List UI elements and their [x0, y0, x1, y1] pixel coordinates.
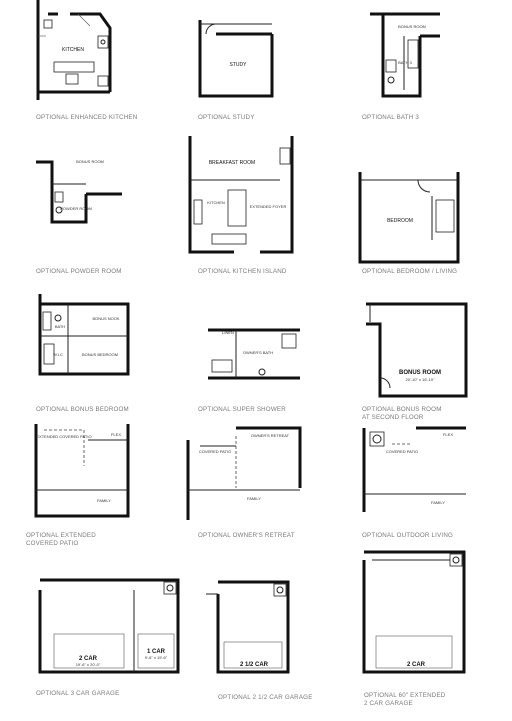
label-study: STUDY — [230, 62, 248, 68]
plan-enhanced-kitchen: KITCHEN — [36, 0, 112, 100]
label-linen: LINEN — [222, 330, 234, 335]
plan-powder-room: BONUS ROOM POWDER ROOM — [36, 159, 122, 224]
label-1car-dims: 9'-6" x 19'-6" — [145, 655, 168, 660]
caption-3car-garage: OPTIONAL 3 CAR GARAGE — [36, 690, 120, 697]
caption-kitchen-island: OPTIONAL KITCHEN ISLAND — [198, 268, 287, 275]
plan-bedroom-living: BEDROOM — [358, 172, 460, 264]
plan-bonus-bedroom: BONUS NOOK BATH W.I.C BONUS BEDROOM — [38, 294, 130, 376]
label-bedroom: BEDROOM — [387, 218, 413, 224]
label-2car-2: 2 CAR — [407, 662, 426, 668]
label-bonus-room-2: BONUS ROOM — [76, 159, 104, 164]
label-1car: 1 CAR — [147, 649, 166, 655]
label-2car: 2 CAR — [79, 656, 98, 662]
caption-enhanced-kitchen: OPTIONAL ENHANCED KITCHEN — [36, 114, 138, 121]
caption-owners-retreat: OPTIONAL OWNER'S RETREAT — [198, 532, 295, 539]
caption-powder-room: OPTIONAL POWDER ROOM — [36, 268, 122, 275]
label-owners-bath: OWNER'S BATH — [243, 350, 273, 355]
label-flex: FLEX — [111, 432, 121, 437]
caption-outdoor-living: OPTIONAL OUTDOOR LIVING — [362, 532, 454, 539]
plan-bonus-room: BONUS ROOM 20'-10" x 16'-10" — [366, 302, 468, 398]
caption-2half-car-garage: OPTIONAL 2 1/2 CAR GARAGE — [218, 694, 313, 701]
label-bonus-room-dims: 20'-10" x 16'-10" — [405, 377, 435, 382]
plan-60ext-garage: 2 CAR — [362, 550, 466, 674]
plan-3car-garage: 2 CAR 19'-6" x 20'-0" 1 CAR 9'-6" x 19'-… — [38, 578, 180, 674]
label-powder-room: POWDER ROOM — [60, 206, 92, 211]
plan-kitchen-island: BREAKFAST ROOM KITCHEN EXTENDED FOYER — [188, 136, 294, 254]
label-flex-2: FLEX — [443, 432, 453, 437]
label-family: FAMILY — [97, 498, 111, 503]
label-bonus-room: BONUS ROOM — [398, 24, 426, 29]
label-bath3: BATH 3 — [398, 60, 412, 65]
plan-study: STUDY — [198, 20, 274, 98]
plan-outdoor-living: COVERED PATIO FLEX FAMILY — [362, 426, 466, 512]
caption-bath3: OPTIONAL BATH 3 — [362, 114, 419, 121]
label-wic: W.I.C — [53, 352, 63, 357]
label-bonus-bedroom: BONUS BEDROOM — [82, 352, 118, 357]
label-bonus-nook: BONUS NOOK — [92, 316, 119, 321]
plan-owners-retreat: OWNER'S RETREAT COVERED PATIO FAMILY — [186, 426, 302, 520]
label-family-2: FAMILY — [247, 496, 261, 501]
label-covered-patio: COVERED PATIO — [199, 449, 231, 454]
label-bonus-room-3: BONUS ROOM — [399, 370, 441, 376]
label-covered-patio-2: COVERED PATIO — [386, 449, 418, 454]
label-kitchen-2: KITCHEN — [207, 200, 225, 205]
plan-covered-patio: EXTENDED COVERED PATIO FLEX FAMILY — [34, 424, 130, 518]
label-owners-retreat: OWNER'S RETREAT — [251, 433, 290, 438]
caption-bedroom-living: OPTIONAL BEDROOM / LIVING — [362, 268, 458, 275]
label-ext-covered-patio: EXTENDED COVERED PATIO — [36, 434, 91, 439]
plan-super-shower: LINEN OWNER'S BATH — [208, 328, 300, 380]
caption-super-shower: OPTIONAL SUPER SHOWER — [198, 406, 286, 413]
label-2half-car: 2 1/2 CAR — [240, 662, 269, 668]
label-2car-dims: 19'-6" x 20'-0" — [76, 662, 101, 667]
label-breakfast-room: BREAKFAST ROOM — [209, 160, 255, 166]
label-bath: BATH — [55, 324, 65, 329]
plan-bath3: BONUS ROOM BATH 3 — [370, 12, 440, 98]
label-family-3: FAMILY — [431, 500, 445, 505]
plan-2half-car-garage: 2 1/2 CAR — [206, 580, 290, 674]
caption-study: OPTIONAL STUDY — [198, 114, 255, 121]
caption-bonus-bedroom: OPTIONAL BONUS BEDROOM — [36, 406, 129, 413]
label-extended-foyer: EXTENDED FOYER — [250, 204, 287, 209]
label-kitchen: KITCHEN — [62, 47, 84, 53]
